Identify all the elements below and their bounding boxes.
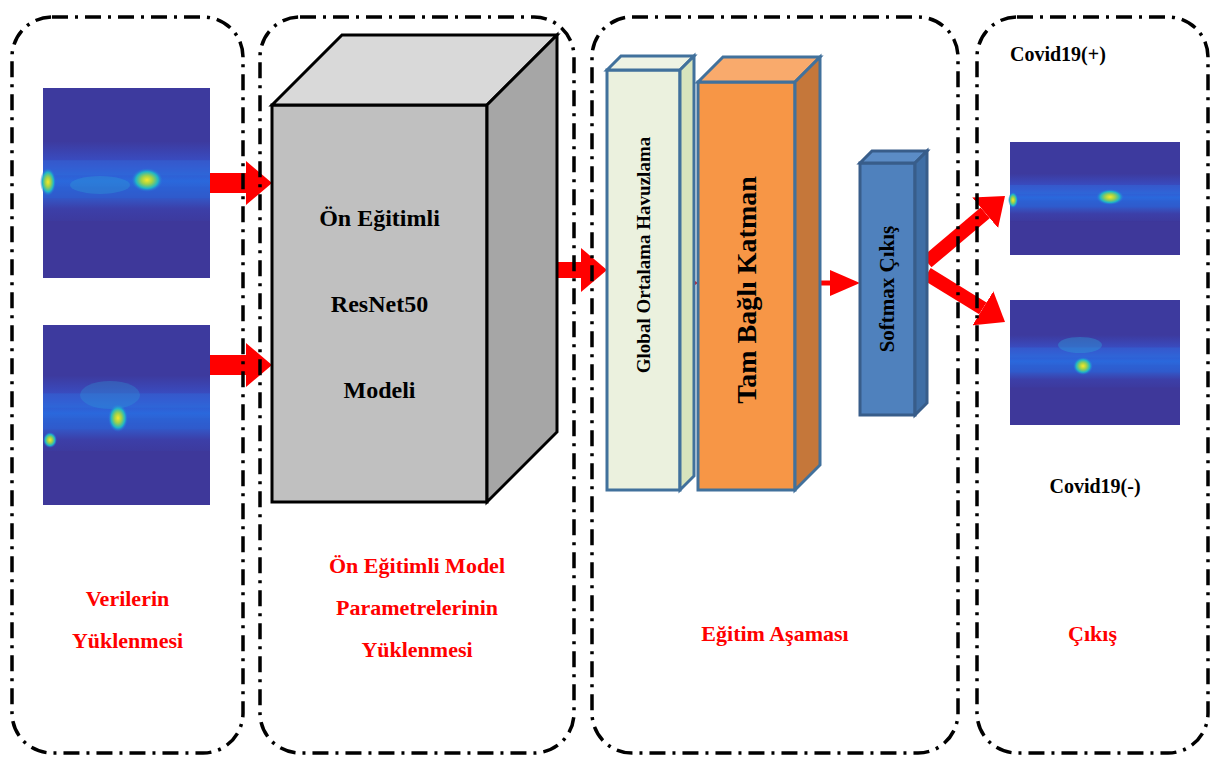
layer-name: Ön Eğitimli ResNet50 Modeli	[292, 175, 467, 433]
stage-panel: Verilerin Yüklenmesi	[10, 15, 245, 755]
output-class: Covid19(-)	[1005, 298, 1185, 508]
cuboid-face	[607, 70, 680, 490]
panel-border	[260, 17, 574, 753]
stage-label: Çıkış	[1003, 613, 1183, 655]
layer-name: Softmax Çıkış	[876, 226, 899, 353]
stage-label: Eğitim Aşaması	[615, 613, 935, 655]
output-spectrogram	[1008, 142, 1180, 255]
flow-arrow	[927, 274, 983, 308]
cuboid-face	[860, 163, 915, 415]
layer-name: Global Ortalama Havuzlama	[633, 137, 654, 373]
cuboid-face	[915, 151, 927, 415]
input-spectrogram	[40, 88, 210, 278]
stage-panel: Covid19(+) Covid19(-) Çıkış	[975, 15, 1210, 755]
cuboid-face	[680, 56, 694, 490]
panel-border	[12, 17, 243, 753]
class-label: Covid19(-)	[1005, 474, 1185, 498]
cuboid-face	[487, 35, 557, 502]
class-label: Covid19(+)	[1010, 42, 1180, 66]
panel-border	[592, 17, 958, 753]
cuboid-shape	[272, 35, 557, 502]
cuboid-face	[272, 105, 487, 502]
stage-panel: Global Ortalama Havuzlama Tam Bağlı Katma…	[590, 15, 960, 755]
dense-layer-block: Tam Bağlı Katman	[698, 57, 820, 490]
output-class: Covid19(+)	[1005, 40, 1185, 258]
panel-border	[977, 17, 1208, 753]
input-arrow	[210, 161, 272, 387]
layer-name: Tam Bağlı Katman	[731, 176, 762, 404]
input-spectrogram	[43, 325, 210, 505]
stage-label: Verilerin Yüklenmesi	[43, 578, 213, 662]
pretrained-model-block: Ön Eğitimli ResNet50 Modeli	[272, 35, 557, 502]
output-spectrogram	[1010, 300, 1180, 425]
stage-label: Ön Eğitimli Model Parametrelerinin Yükle…	[302, 545, 532, 671]
cuboid-face	[698, 82, 795, 490]
cuboid-face	[795, 57, 820, 490]
flow-arrow	[557, 262, 581, 278]
pooling-layer-block: Global Ortalama Havuzlama	[607, 56, 694, 490]
stage-panel: Ön Eğitimli ResNet50 Modeli Ön Eğitimli M…	[258, 15, 576, 755]
softmax-layer-block: Softmax Çıkış	[860, 151, 927, 415]
